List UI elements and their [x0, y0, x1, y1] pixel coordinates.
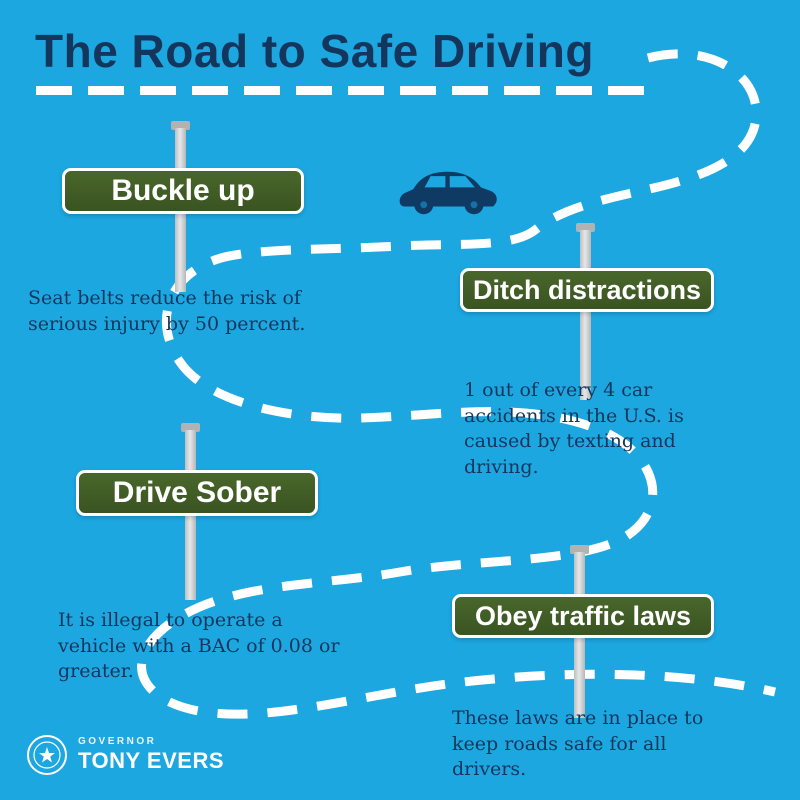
footer-governor-label: GOVERNOR — [78, 736, 157, 747]
page-title: The Road to Safe Driving — [35, 25, 594, 77]
footer-name: TONY EVERS — [78, 748, 225, 773]
sign-post-cap — [171, 121, 190, 130]
desc-ditch-distractions: 1 out of every 4 car accidents in the U.… — [464, 379, 684, 478]
desc-buckle-up: Seat belts reduce the risk of serious in… — [28, 287, 306, 335]
sign-post-cap — [181, 423, 200, 432]
sign-post-cap — [576, 223, 595, 232]
footer-branding: GOVERNOR TONY EVERS — [26, 734, 224, 776]
desc-drive-sober: It is illegal to operate a vehicle with … — [58, 609, 340, 683]
sign-drive-sober: Drive Sober — [76, 470, 318, 516]
sign-post-cap — [570, 545, 589, 554]
title-dashed-underline — [36, 86, 658, 95]
desc-obey-traffic-laws: These laws are in place to keep roads sa… — [452, 707, 704, 781]
sign-ditch-distractions: Ditch distractions — [460, 268, 714, 312]
car-icon — [399, 171, 497, 215]
sign-obey-traffic-laws: Obey traffic laws — [452, 594, 714, 638]
sign-buckle-up: Buckle up — [62, 168, 304, 214]
footer-text: GOVERNOR TONY EVERS — [78, 736, 224, 774]
state-seal-icon — [27, 735, 67, 775]
sign-post — [580, 230, 591, 400]
